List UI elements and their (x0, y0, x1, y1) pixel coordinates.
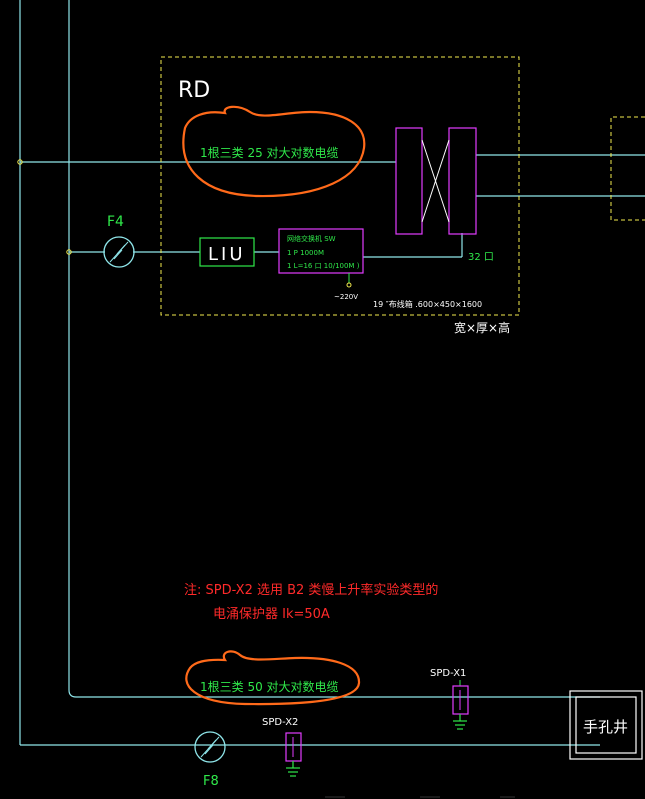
note-line-1: 注: SPD-X2 选用 B2 类慢上升率实验类型的 (184, 582, 438, 598)
ports-label: 32 口 (468, 252, 494, 263)
cross-connect-line (421, 139, 450, 223)
f4-arrester-icon (103, 236, 135, 268)
f4-arrester-icon (116, 244, 126, 255)
network-switch-box (278, 228, 364, 274)
annotation-circle-top (182, 105, 366, 198)
f4-arrester-icon (113, 249, 123, 260)
annotation-circle-bottom (185, 650, 361, 706)
junction-dot (66, 249, 72, 255)
liu-box (199, 237, 255, 267)
ground-icon (286, 761, 300, 777)
liu-label: LIU (208, 244, 246, 265)
adjacent-cabinet-box (610, 116, 645, 221)
handhole-label: 手孔井 (583, 718, 628, 736)
spd-x2-label: SPD-X2 (262, 717, 298, 728)
junction-dot (17, 159, 23, 165)
switch-line-1: 网络交换机 SW (287, 234, 336, 243)
patch-panel-right (448, 127, 477, 235)
handhole-inner-box (575, 696, 637, 754)
handhole-outer-box (569, 690, 643, 760)
f8-arrester-icon (207, 739, 217, 750)
voltage-label: ~220V (334, 293, 358, 301)
f8-arrester-icon (204, 744, 214, 755)
cabinet-spec-label: 19 ″布线箱 .600×450×1600 (373, 299, 482, 309)
backbone-lines (19, 0, 645, 746)
power-terminal-icon (346, 282, 352, 288)
bottom-cable-line (68, 689, 600, 698)
patch-panel-left (395, 127, 423, 235)
dims-label: 宽×厚×高 (454, 320, 510, 335)
rd-label: RD (178, 78, 210, 103)
switch-line-2: 1 P 1000M (287, 249, 324, 257)
f8-arrester-icon (194, 731, 226, 763)
switch-line-3: 1 L=16 口 10/100M ) (287, 262, 360, 270)
f8-label: F8 (203, 774, 219, 789)
rd-cabinet-box (160, 56, 520, 316)
cable-top-label: 1根三类 25 对大对数电缆 (200, 145, 339, 160)
ground-icon (453, 714, 467, 730)
note-line-2: 电涌保护器 Ik=50A (213, 607, 330, 622)
spd-x1-label: SPD-X1 (430, 668, 466, 679)
cable-bottom-label: 1根三类 50 对大对数电缆 (200, 679, 339, 694)
f4-label: F4 (107, 214, 124, 230)
